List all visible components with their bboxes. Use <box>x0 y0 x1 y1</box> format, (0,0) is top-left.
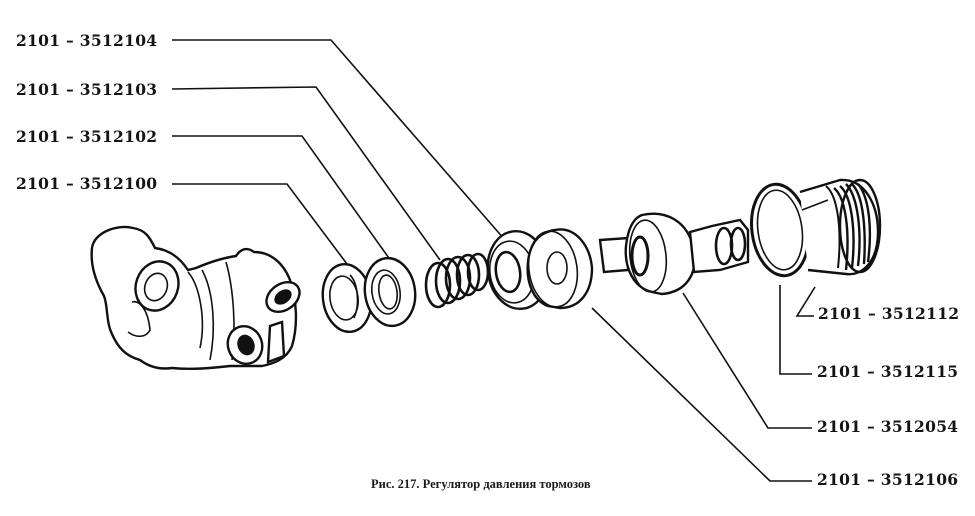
figure-caption: Рис. 217. Регулятор давления тормозов <box>371 477 591 491</box>
plug-3512112 <box>799 178 882 276</box>
bushing-3512106 <box>526 228 594 310</box>
part-label-3512102: 2101 – 3512102 <box>16 127 158 146</box>
seal-ring-3512102 <box>363 256 417 328</box>
regulator-housing <box>90 225 301 371</box>
seal-ring-3512100 <box>321 262 373 334</box>
part-label-3512104: 2101 – 3512104 <box>16 31 158 50</box>
piston-3512054 <box>598 212 750 296</box>
part-label-3512115: 2101 – 3512115 <box>817 362 959 381</box>
part-label-3512106: 2101 – 3512106 <box>817 470 959 489</box>
part-label-3512054: 2101 – 3512054 <box>817 417 959 436</box>
part-label-3512100: 2101 – 3512100 <box>16 174 158 193</box>
part-label-3512103: 2101 – 3512103 <box>16 80 158 99</box>
part-label-3512112: 2101 – 3512112 <box>818 304 960 323</box>
leader-lines <box>171 39 816 482</box>
spring-3512103 <box>424 252 490 309</box>
